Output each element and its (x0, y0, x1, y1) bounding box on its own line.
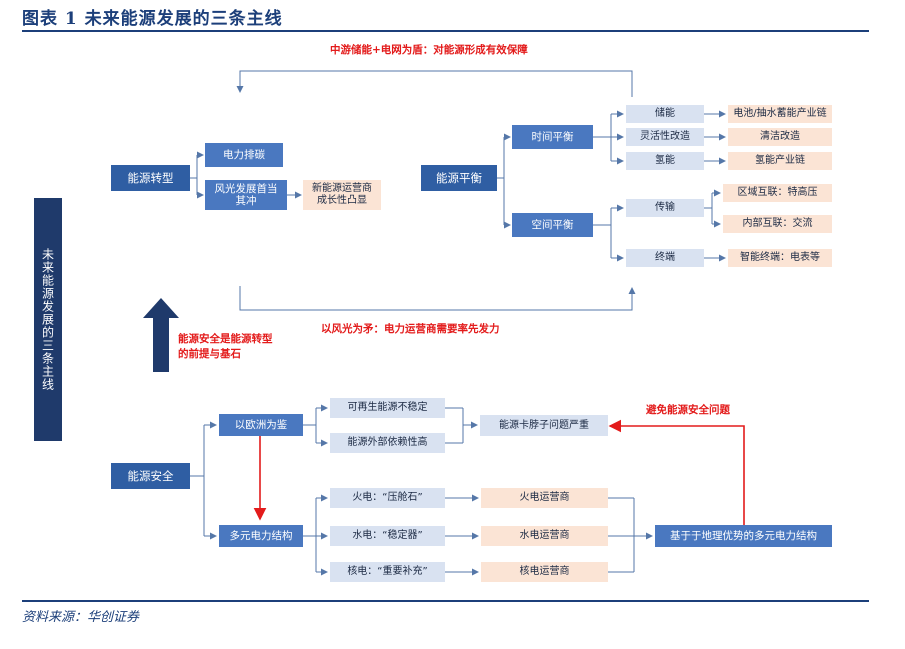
node-energy-balance: 能源平衡 (421, 165, 497, 191)
node-transmission: 传输 (626, 199, 704, 217)
figure-title: 图表 1 未来能源发展的三条主线 (22, 9, 283, 29)
node-chokepoint: 能源卡脖子问题严重 (480, 415, 608, 436)
side-label: 未来能源发展的三条主线 (34, 198, 62, 441)
node-hydrogen-chain: 氢能产业链 (728, 152, 832, 170)
node-energy-security: 能源安全 (111, 463, 190, 489)
node-external-dependence: 能源外部依赖性高 (330, 433, 445, 453)
node-thermal-operator: 火电运营商 (481, 488, 608, 508)
node-ac: 内部互联：交流 (723, 215, 832, 233)
node-geo-multi-structure: 基于于地理优势的多元电力结构 (655, 525, 832, 547)
annotation-middle: 以风光为矛：电力运营商需要率先发力 (321, 323, 500, 335)
node-smart-terminal: 智能终端：电表等 (728, 249, 832, 267)
node-hydro: 水电：“稳定器” (330, 526, 445, 546)
node-storage: 储能 (626, 105, 704, 123)
node-hydro-operator: 水电运营商 (481, 526, 608, 546)
source-note: 资料来源：华创证券 (22, 610, 140, 625)
node-hydrogen: 氢能 (626, 152, 704, 170)
annotation-top: 中游储能+电网为盾：对能源形成有效保障 (330, 44, 528, 56)
node-space-balance: 空间平衡 (512, 213, 593, 237)
title-rule (22, 30, 869, 32)
node-energy-transition: 能源转型 (111, 165, 190, 191)
node-clean-retrofit: 清洁改造 (728, 128, 832, 146)
node-renewable-unstable: 可再生能源不稳定 (330, 398, 445, 418)
node-terminal: 终端 (626, 249, 704, 267)
node-thermal: 火电：“压舱石” (330, 488, 445, 508)
node-flex-retrofit: 灵活性改造 (626, 128, 704, 146)
node-nuclear: 核电：“重要补充” (330, 562, 445, 582)
node-europe-lesson: 以欧洲为鉴 (219, 414, 303, 436)
node-new-energy-operator: 新能源运营商成长性凸显 (303, 180, 381, 210)
footer-rule (22, 600, 869, 602)
node-wind-solar: 风光发展首当其冲 (205, 180, 287, 210)
annotation-avoid-security: 避免能源安全问题 (646, 404, 730, 416)
node-time-balance: 时间平衡 (512, 125, 593, 149)
annotation-security-premise: 能源安全是能源转型的前提与基石 (178, 333, 273, 360)
node-battery-chain: 电池/抽水蓄能产业链 (728, 105, 832, 123)
node-multi-structure: 多元电力结构 (219, 525, 303, 547)
node-uhv: 区域互联：特高压 (723, 184, 832, 202)
up-arrow-icon (143, 298, 179, 372)
node-power-decarbon: 电力排碳 (205, 143, 283, 167)
node-nuclear-operator: 核电运营商 (481, 562, 608, 582)
